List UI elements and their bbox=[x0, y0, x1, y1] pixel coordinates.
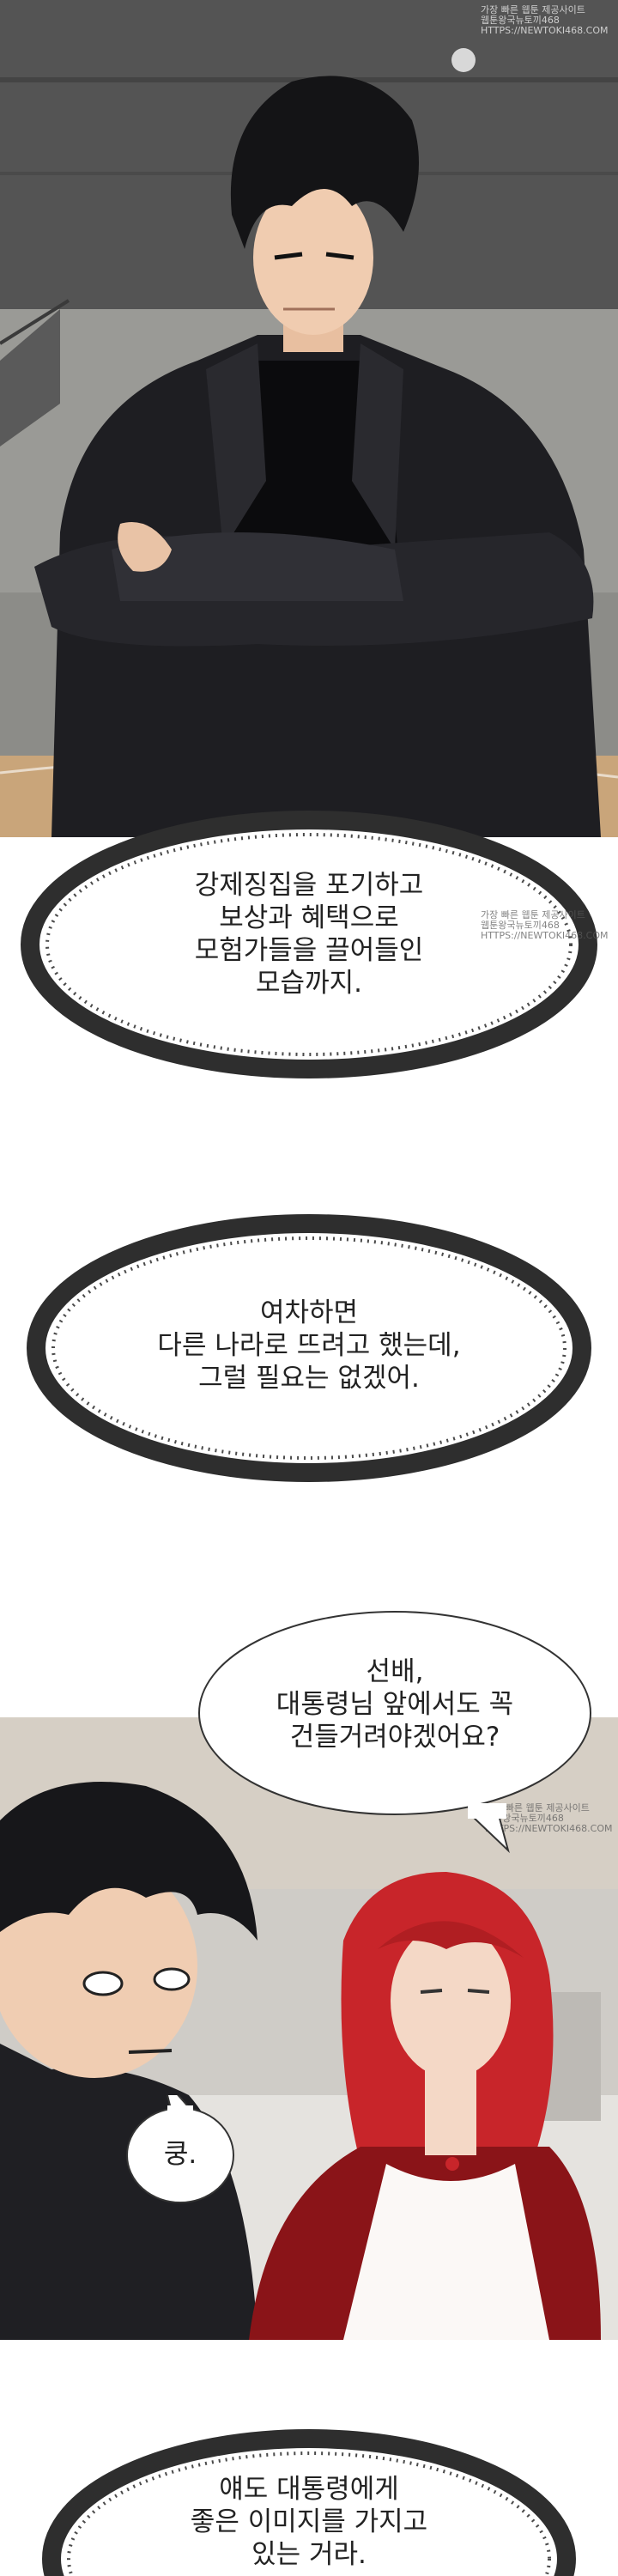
panel-1-illustration bbox=[0, 0, 618, 837]
speech-bubble-2-text: 여차하면 다른 나라로 뜨려고 했는데, 그럴 필요는 없겠어. bbox=[157, 1297, 461, 1394]
speech-bubble-5: 얘도 대통령에게 좋은 이미지를 가지고 있는 거라. bbox=[0, 2413, 618, 2576]
speech-bubble-3-text: 선배, 대통령님 앞에서도 꼭 건들거려야겠어요? bbox=[276, 1656, 514, 1753]
speech-bubble-1-text: 강제징집을 포기하고 보상과 혜택으로 모험가들을 끌어들인 모습까지. bbox=[194, 870, 424, 999]
speech-bubble-5-outline bbox=[42, 2429, 576, 2576]
speech-bubble-5-text: 얘도 대통령에게 좋은 이미지를 가지고 있는 거라. bbox=[190, 2474, 428, 2570]
speech-bubble-1-outline bbox=[21, 811, 597, 1078]
panel-2-illustration bbox=[0, 1717, 618, 2340]
speech-bubble-2: 여차하면 다른 나라로 뜨려고 했는데, 그럴 필요는 없겠어. bbox=[0, 1194, 618, 1503]
speech-bubble-2-outline bbox=[27, 1214, 591, 1482]
speech-bubble-4: 쿵. bbox=[120, 2095, 240, 2207]
speech-bubble-3: 선배, 대통령님 앞에서도 꼭 건들거려야겠어요? bbox=[189, 1606, 601, 1855]
panel-1-man-arms-crossed: 가장 빠른 웹툰 제공사이트 웹툰왕국뉴토끼468 HTTPS://NEWTOK… bbox=[0, 0, 618, 837]
speech-bubble-4-outline bbox=[126, 2095, 234, 2203]
watermark-bubble-1: 가장 빠른 웹툰 제공사이트 웹툰왕국뉴토끼468 HTTPS://NEWTOK… bbox=[481, 909, 609, 941]
speech-bubble-1: 강제징집을 포기하고 보상과 혜택으로 모험가들을 끌어들인 모습까지. 가장 … bbox=[0, 790, 618, 1099]
speech-bubble-3-outline bbox=[198, 1611, 591, 1854]
speech-bubble-4-text: 쿵. bbox=[163, 2139, 197, 2170]
watermark-panel-1: 가장 빠른 웹툰 제공사이트 웹툰왕국뉴토끼468 HTTPS://NEWTOK… bbox=[481, 4, 609, 36]
panel-2-two-characters: 가장 빠른 웹툰 제공사이트 웹툰왕국뉴토끼468 HTTPS://NEWTOK… bbox=[0, 1717, 618, 2340]
